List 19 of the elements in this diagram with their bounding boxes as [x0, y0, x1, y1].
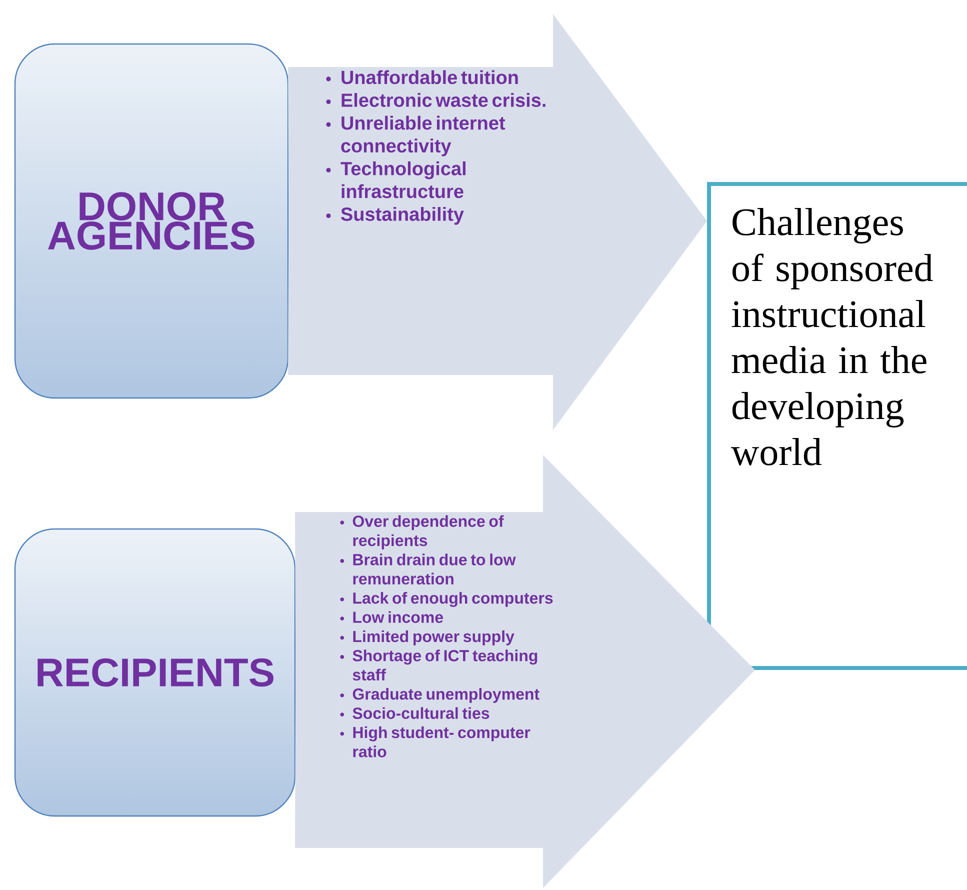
- bullet-item: Shortage of ICT teaching staff: [340, 650, 538, 681]
- block-arrow: [295, 455, 755, 888]
- bullet-item: Limited power supply: [340, 630, 514, 646]
- bullet-item: Unaffordable tuition: [326, 70, 518, 84]
- bullet-item: Low income: [340, 611, 443, 623]
- rounded-box: RECIPIENTS: [14, 528, 296, 817]
- bullet-item: Lack of enough computers: [340, 592, 553, 607]
- block-arrow: [288, 14, 707, 430]
- bullet-item: High student- computer ratio: [340, 726, 530, 758]
- bullet-item: Socio-cultural ties: [340, 707, 490, 719]
- bullet-item: Graduate unemployment: [340, 688, 540, 703]
- rounded-box: DONOR AGENCIES: [14, 43, 289, 399]
- bullet-item: Brain drain due to low remuneration: [340, 554, 516, 585]
- bullet-item: Electronic waste crisis.: [326, 93, 546, 107]
- text-box: Challenges of sponsored instructional media in the developing world: [707, 182, 967, 670]
- bullet-item: Technological infrastructure: [326, 161, 466, 198]
- bullet-item: Over dependence of recipients: [340, 515, 504, 550]
- bullet-item: Unreliable internet connectivity: [326, 116, 506, 156]
- bullet-item: Sustainability: [326, 207, 464, 225]
